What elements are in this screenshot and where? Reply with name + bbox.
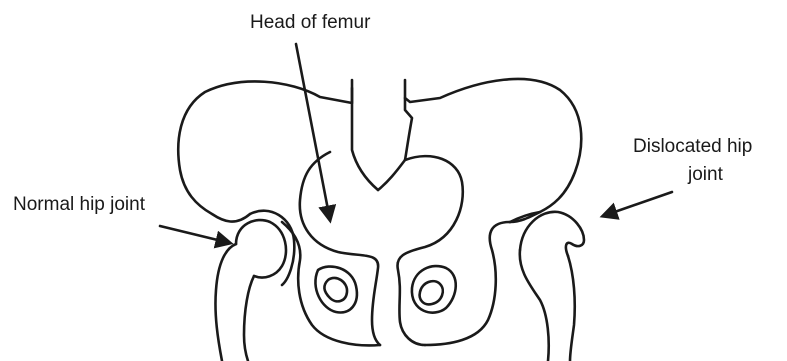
label-dislocated-hip-joint-line1: Dislocated hip <box>633 136 752 157</box>
sacrum-right-edge <box>378 80 412 190</box>
left-obturator-foramen <box>315 267 356 313</box>
left-femoral-head <box>236 220 286 277</box>
right-obturator-foramen <box>412 266 456 313</box>
right-pelvis-inner-line <box>397 156 462 345</box>
right-obturator-inner <box>420 281 443 304</box>
right-iliac-wing <box>405 79 581 222</box>
left-femur-shaft <box>215 244 236 361</box>
arrow-normal-hip-joint <box>160 226 230 243</box>
label-head-of-femur: Head of femur <box>250 12 371 33</box>
label-normal-hip-joint: Normal hip joint <box>13 194 146 215</box>
right-femur-shaft-inner <box>568 256 575 361</box>
right-femoral-head-dislocated <box>520 212 584 256</box>
right-femur-shaft <box>520 250 549 361</box>
label-dislocated-hip-joint-line2: joint <box>687 164 724 185</box>
arrow-dislocated-hip-joint <box>603 192 672 216</box>
sacrum-left-edge <box>352 80 378 190</box>
left-ischium-outline <box>282 222 380 345</box>
left-femur-shaft-inner <box>244 276 254 361</box>
left-obturator-inner <box>324 278 347 301</box>
